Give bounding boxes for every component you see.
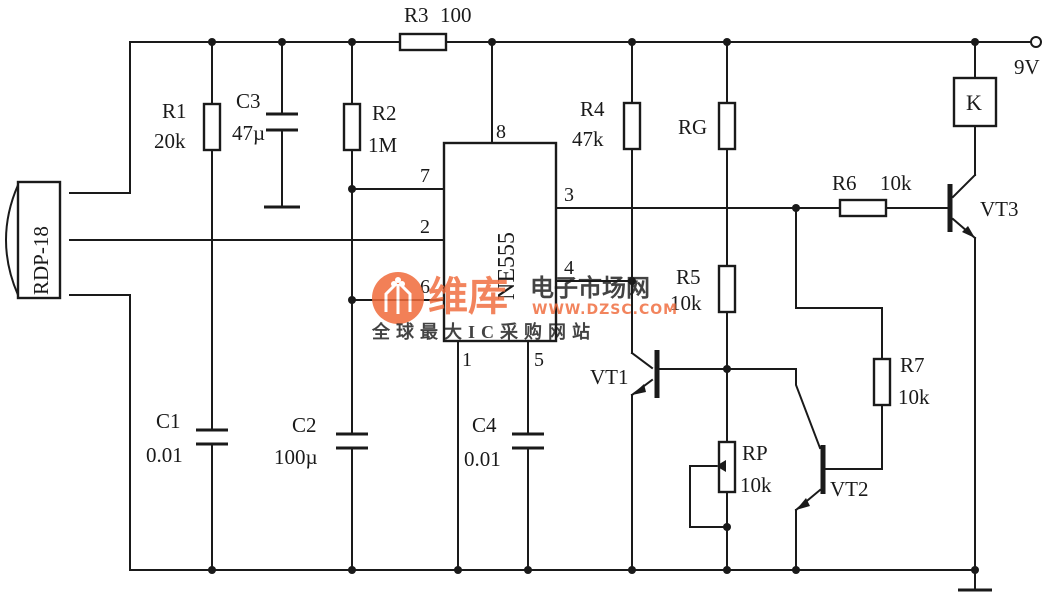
watermark: 维库 电子市场网 WWW.DZSC.COM 全球最大IC采购网站 — [371, 272, 678, 342]
r4-name: R4 — [580, 97, 605, 121]
r1-name: R1 — [162, 99, 187, 123]
r1-value: 20k — [154, 129, 186, 153]
r2-value: 1M — [368, 133, 398, 157]
resistor-r6: R6 10k — [832, 171, 912, 218]
r3-value: 100 — [440, 3, 472, 27]
r4-value: 47k — [572, 127, 604, 151]
potentiometer-rp: RP 10k — [716, 440, 772, 497]
vt1-label: VT1 — [590, 365, 629, 389]
capacitor-c4: C4 0.01 — [464, 413, 544, 471]
resistor-rg: RG — [678, 101, 737, 151]
pin-4: 4 — [564, 257, 574, 279]
resistor-r5: R5 10k — [670, 264, 737, 315]
ic-label: NE555 — [494, 232, 520, 300]
watermark-logo-icon — [372, 272, 424, 324]
pin-5: 5 — [534, 349, 544, 371]
transistor-vt3: VT3 — [947, 184, 1019, 238]
r7-name: R7 — [900, 353, 925, 377]
vt3-label: VT3 — [980, 197, 1019, 221]
pin-2: 2 — [420, 216, 430, 238]
pin-6: 6 — [420, 276, 430, 298]
resistor-r3: R3 100 — [398, 3, 472, 52]
pin-8: 8 — [496, 121, 506, 143]
vt2-label: VT2 — [830, 477, 869, 501]
capacitor-c2: C2 100µ — [274, 413, 368, 469]
relay-k: K — [952, 76, 998, 128]
rp-name: RP — [742, 441, 768, 465]
resistor-r7: R7 10k — [872, 353, 930, 409]
c1-value: 0.01 — [146, 443, 183, 467]
capacitor-c3: C3 47µ — [232, 89, 300, 209]
watermark-url: WWW.DZSC.COM — [532, 302, 678, 318]
r7-value: 10k — [898, 385, 930, 409]
c3-value: 47µ — [232, 121, 265, 145]
capacitor-c1: C1 0.01 — [146, 409, 228, 467]
resistor-r1: R1 20k — [154, 99, 222, 153]
watermark-slogan: 全球最大IC采购网站 — [371, 321, 596, 342]
transistor-vt2: VT2 — [796, 445, 869, 510]
r2-name: R2 — [372, 101, 397, 125]
c1-name: C1 — [156, 409, 181, 433]
c2-value: 100µ — [274, 445, 318, 469]
r5-value: 10k — [670, 291, 702, 315]
transistor-vt1: VT1 — [590, 350, 660, 398]
supply-voltage-label: 9V — [1014, 55, 1040, 79]
pin-7: 7 — [420, 165, 430, 187]
sensor-rdp18: RDP-18 — [5, 180, 62, 300]
sensor-label: RDP-18 — [29, 226, 53, 295]
relay-label: K — [966, 90, 982, 115]
r6-name: R6 — [832, 171, 857, 195]
pin-1: 1 — [462, 349, 472, 371]
supply-terminal: 9V — [1014, 36, 1042, 79]
c2-name: C2 — [292, 413, 317, 437]
watermark-brand: 维库 — [428, 274, 508, 320]
junctions — [208, 38, 979, 574]
resistor-r4: R4 47k — [572, 97, 642, 151]
rg-name: RG — [678, 115, 707, 139]
resistor-r2: R2 1M — [342, 101, 398, 157]
c4-name: C4 — [472, 413, 497, 437]
wires — [69, 41, 1031, 589]
c3-name: C3 — [236, 89, 261, 113]
r5-name: R5 — [676, 265, 701, 289]
r3-name: R3 — [404, 3, 429, 27]
watermark-title: 电子市场网 — [530, 274, 650, 302]
c4-value: 0.01 — [464, 447, 501, 471]
ne555-ic: NE555 8 7 2 6 3 4 1 5 — [420, 121, 574, 371]
r6-value: 10k — [880, 171, 912, 195]
rp-value: 10k — [740, 473, 772, 497]
pin-3: 3 — [564, 184, 574, 206]
